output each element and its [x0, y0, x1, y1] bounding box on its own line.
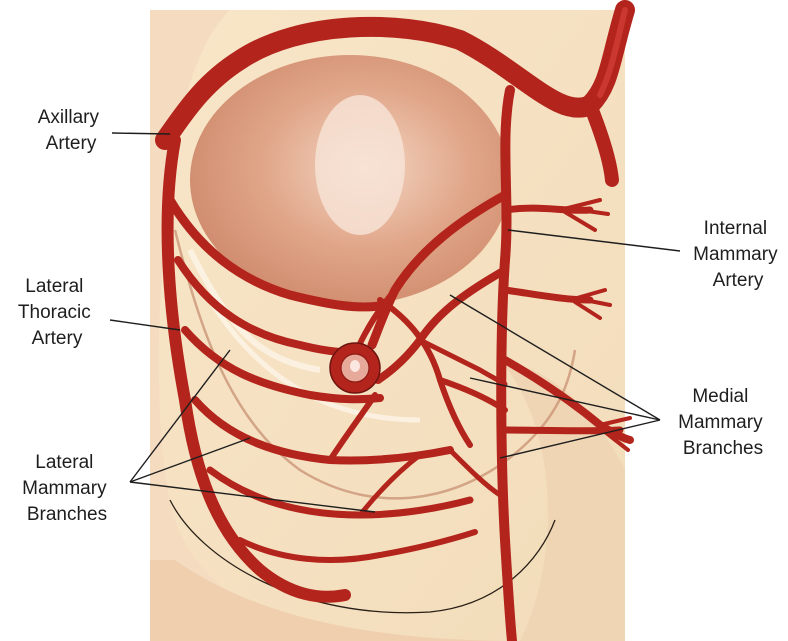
medial-perforator-1 [505, 208, 590, 210]
leader-axillary [112, 133, 170, 134]
label-internal-mammary-artery: Internal Mammary Artery [693, 218, 783, 291]
nipple-areola [330, 343, 380, 393]
label-lateral-thoracic-artery: Lateral Thoracic Artery [18, 276, 96, 349]
muscle-highlight [315, 95, 405, 235]
nipple-highlight [350, 360, 360, 372]
medial-mammary-branch-4 [505, 430, 620, 431]
label-axillary-artery: Axillary Artery [38, 107, 105, 154]
label-lateral-mammary-branches: Lateral Mammary Branches [22, 452, 112, 525]
label-medial-mammary-branches: Medial Mammary Branches [678, 386, 768, 459]
